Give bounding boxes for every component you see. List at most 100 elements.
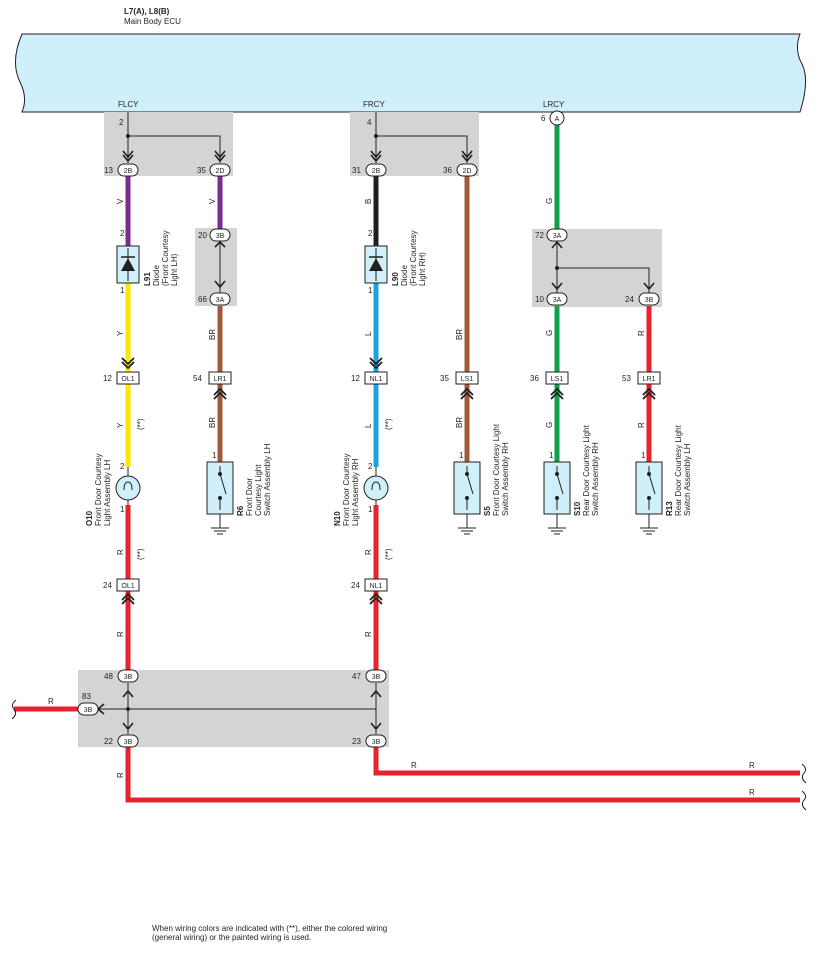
connector-pin: 13 (104, 166, 113, 175)
connector-pin: 24 (625, 295, 634, 304)
connector-code: 3B (645, 297, 654, 304)
connector-pill (365, 734, 387, 748)
inline-connectors: OL1 12 LR1 54 NL1 12 LS1 35 LS1 36 LR1 5… (103, 371, 661, 592)
connector-code: 2D (463, 168, 472, 175)
inline-connector-code: LR1 (214, 376, 227, 383)
wire-r-22 (125, 747, 800, 803)
wire-r-23 (373, 747, 800, 776)
connector-pill (77, 702, 99, 716)
svg-text:G: G (545, 330, 554, 336)
lamp-o10 (115, 467, 141, 505)
inline-connector-pin: 53 (622, 374, 631, 383)
break-mark-right-1 (801, 763, 807, 784)
connector-a-label: A (555, 116, 560, 123)
svg-text:1: 1 (641, 451, 646, 460)
connector-a-marker (549, 110, 565, 126)
inline-connector-code: OL1 (121, 376, 134, 383)
footnote: When wiring colors are indicated with (*… (152, 924, 482, 942)
connector-pill (117, 163, 139, 177)
svg-text:G: G (545, 422, 554, 428)
ecu-pin-label-lrcy: LRCY (543, 100, 565, 109)
connector-pill (117, 669, 139, 683)
label-r6: R6 Front Door Courtesy Light Switch Asse… (236, 443, 272, 516)
connector-pin: 35 (197, 166, 206, 175)
ecu-pin-label-frcy: FRCY (363, 100, 385, 109)
svg-text:R: R (116, 772, 125, 778)
connector-pin: 48 (104, 672, 113, 681)
svg-text:1: 1 (549, 451, 554, 460)
svg-text:(**): (**) (136, 548, 145, 560)
svg-text:BR: BR (208, 329, 217, 340)
connector-code: 3B (84, 707, 93, 714)
connector-pin: 83 (82, 692, 91, 701)
svg-text:2: 2 (120, 229, 125, 238)
connector-code: 3B (124, 674, 133, 681)
svg-text:V: V (116, 198, 125, 204)
switch-s5 (453, 461, 481, 535)
connector-pin: 72 (535, 231, 544, 240)
svg-text:BR: BR (455, 329, 464, 340)
break-mark-left (11, 699, 17, 720)
svg-text:2: 2 (120, 462, 125, 471)
junction-dots (126, 134, 559, 711)
connector-pill (638, 292, 660, 306)
svg-text:(**): (**) (384, 548, 393, 560)
connector-code: 2D (216, 168, 225, 175)
label-s5: S5 Front Door Courtesy Light Switch Asse… (483, 422, 510, 516)
ecu-pin-lrcy: 6 (541, 114, 546, 123)
diode-l91 (116, 245, 140, 284)
svg-text:1: 1 (120, 286, 125, 295)
internal-wiring (92, 112, 650, 734)
connector-pill (209, 163, 231, 177)
svg-text:L: L (364, 331, 373, 336)
ecu-pin-label-flcy: FLCY (118, 100, 139, 109)
svg-text:BR: BR (455, 417, 464, 428)
connector-code: 2B (372, 168, 381, 175)
svg-text:R: R (749, 788, 755, 797)
connector-code: 3A (553, 233, 562, 240)
connector-pin: 22 (104, 737, 113, 746)
connector-pill (209, 228, 231, 242)
ecu-codes: L7(A), L8(B) (124, 7, 170, 16)
connector-code: 2B (124, 168, 133, 175)
svg-text:R: R (48, 697, 54, 706)
svg-text:L: L (364, 423, 373, 428)
svg-text:R: R (364, 631, 373, 637)
svg-text:BR: BR (208, 417, 217, 428)
svg-text:(**): (**) (136, 418, 145, 430)
connector-code: 3B (216, 233, 225, 240)
svg-text:R: R (637, 330, 646, 336)
inline-connector-code: NL1 (370, 583, 383, 590)
svg-text:(**): (**) (384, 418, 393, 430)
svg-text:2: 2 (368, 462, 373, 471)
connector-pin: 20 (198, 231, 207, 240)
inline-chevrons (121, 357, 656, 605)
connector-pin: 66 (198, 295, 207, 304)
svg-text:Y: Y (116, 330, 125, 336)
svg-text:1: 1 (212, 451, 217, 460)
inline-connector-pin: 12 (351, 374, 360, 383)
connector-pin: 36 (443, 166, 452, 175)
wire-color-labels: V V B BR G Y BR L G R Y (**) BR L (**) B… (48, 198, 755, 797)
label-s10: S10 Rear Door Courtesy Light Switch Asse… (573, 423, 600, 516)
connector-pill (546, 228, 568, 242)
inline-connector-pin: 54 (193, 374, 202, 383)
connector-pill (365, 669, 387, 683)
switch-r13 (635, 461, 663, 535)
svg-text:R: R (364, 549, 373, 555)
label-l90: L90 Diode (Front Courtesy Light RH) (391, 228, 427, 286)
connector-pill (546, 292, 568, 306)
connector-pill (456, 163, 478, 177)
connector-code: 3A (216, 297, 225, 304)
inline-connector-pin: 24 (103, 581, 112, 590)
break-mark-right-2 (801, 790, 807, 811)
switch-s10 (543, 461, 571, 535)
component-pin-numbers: 2 1 2 1 2 1 2 1 1 1 1 1 (120, 229, 646, 514)
footnote-line-1: When wiring colors are indicated with (*… (152, 924, 388, 933)
svg-text:1: 1 (120, 505, 125, 514)
ecu-pin-flcy: 2 (119, 118, 124, 127)
svg-text:R: R (637, 422, 646, 428)
svg-text:1: 1 (368, 286, 373, 295)
lamp-n10 (363, 467, 389, 505)
